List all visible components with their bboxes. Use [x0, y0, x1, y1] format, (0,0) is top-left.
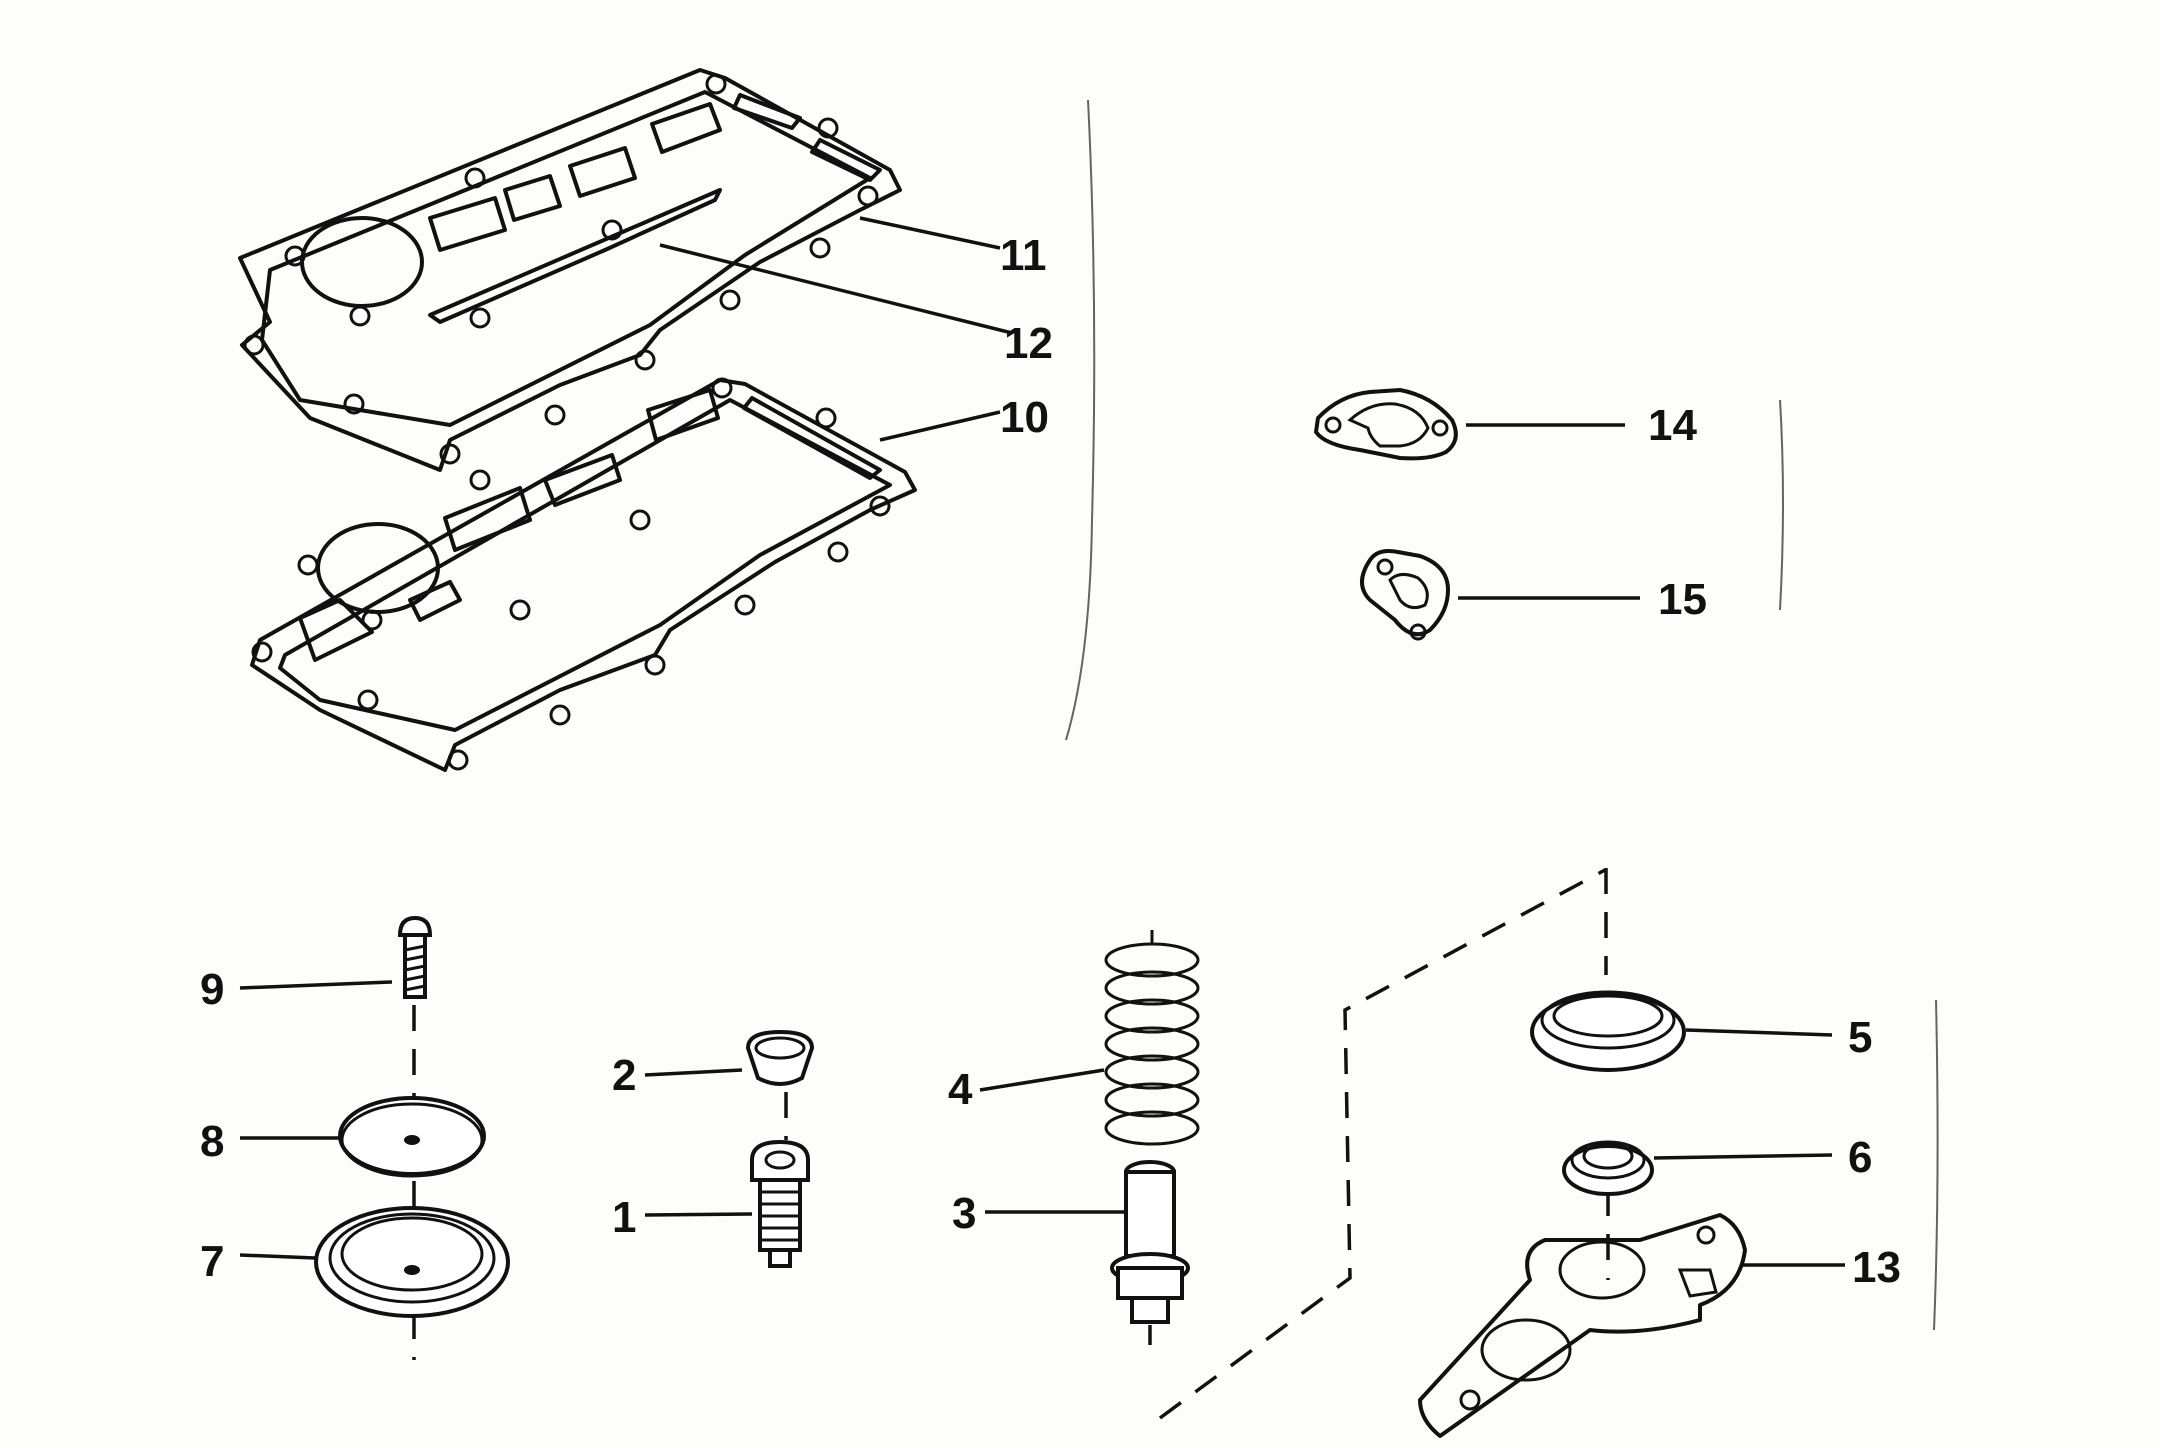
part-6-seal	[1562, 1140, 1654, 1196]
part-4-spring	[1104, 930, 1200, 1146]
leader-7	[239, 1253, 316, 1260]
callout-5: 5	[1848, 1013, 1872, 1062]
callout-2: 2	[612, 1051, 636, 1100]
callout-13: 13	[1852, 1243, 1901, 1292]
part-13-gasket	[1418, 1213, 1747, 1438]
leader-6	[1653, 1153, 1833, 1160]
part-1-thermostat	[750, 1139, 810, 1268]
separator-line-left	[1065, 99, 1096, 741]
callout-7: 7	[200, 1237, 224, 1286]
leader-5	[1685, 1028, 1833, 1037]
part-7-diaphragm	[314, 1206, 510, 1318]
leader-10	[879, 410, 1001, 442]
leader-11	[859, 216, 1001, 250]
callout-10: 10	[1000, 393, 1049, 442]
separator-line-bottom	[1933, 999, 1939, 1331]
leader-1	[644, 1212, 753, 1217]
callout-11: 11	[1000, 231, 1047, 280]
callout-14: 14	[1648, 401, 1697, 450]
callout-1: 1	[612, 1193, 636, 1242]
callout-4: 4	[948, 1065, 973, 1114]
assembly-bracket	[1158, 868, 1606, 1420]
callout-8: 8	[200, 1117, 224, 1166]
callout-12: 12	[1004, 319, 1053, 368]
part-14-gasket	[1314, 388, 1458, 461]
callout-3: 3	[952, 1189, 976, 1238]
callout-9: 9	[200, 965, 224, 1014]
leader-4	[979, 1068, 1105, 1092]
leader-9	[239, 980, 393, 990]
part-8-plate	[338, 1096, 486, 1178]
part-2-grommet	[745, 1029, 815, 1086]
callout-6: 6	[1848, 1133, 1872, 1182]
separator-line-right	[1779, 399, 1784, 611]
callout-15: 15	[1658, 575, 1707, 624]
part-15-gasket	[1360, 549, 1450, 641]
part-11-gasket	[238, 68, 902, 472]
part-3-valve-stem	[1110, 1160, 1190, 1345]
part-10-gasket	[250, 377, 917, 772]
leader-12	[659, 243, 1013, 335]
part-9-screw	[397, 915, 433, 999]
part-5-seal	[1530, 990, 1686, 1072]
leader-2	[644, 1068, 743, 1077]
